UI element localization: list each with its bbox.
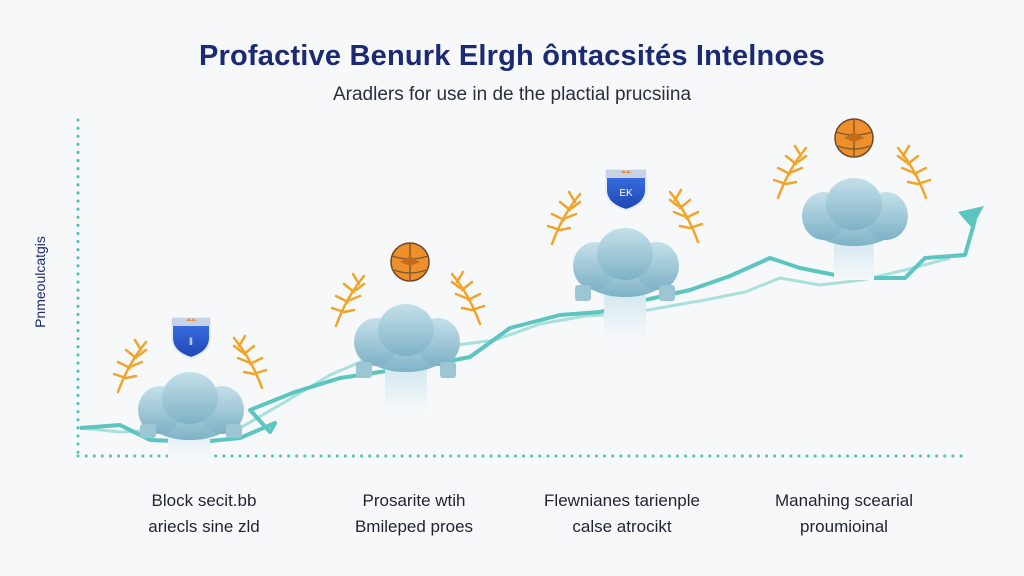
stage-1-label-line2: ariecls sine zld: [148, 517, 260, 536]
stage-4-group: [772, 118, 932, 280]
stage-1-label-line1: Block secit.bb: [151, 491, 257, 510]
diagram-subtitle: Aradlers for use in de the plactial pruc…: [332, 84, 692, 105]
stage-1-group: ǁ: [112, 317, 268, 460]
stage-1-label: Block secit.bb ariecls sine zld: [104, 488, 304, 540]
stage-2-laurel-left-icon: [330, 272, 366, 328]
stage-3-cloud-icon: [573, 228, 679, 301]
stage-4-laurel-left-icon: [772, 144, 808, 200]
stage-3-label-line1: Flewnianes tarienple: [544, 491, 700, 510]
stage-4-label-line1: Manahing scearial: [775, 491, 913, 510]
stage-3-group: EK: [546, 169, 704, 338]
stage-1-badge-text: ǁ: [189, 337, 193, 348]
diagram-title: Profactive Benurk Elrgh ôntacsités Intel…: [198, 40, 826, 72]
stage-4-laurel-right-icon: [896, 144, 932, 200]
stage-3-badge-text: EK: [619, 188, 633, 199]
stage-3-laurel-left-icon: [546, 190, 582, 246]
stage-3-label-line2: calse atrocikt: [572, 517, 672, 536]
stage-3-laurel-right-icon: [668, 188, 704, 244]
stage-2-laurel-right-icon: [450, 270, 486, 326]
stage-2-cloud-icon: [354, 304, 460, 378]
stage-4-cloud-icon: [802, 178, 908, 246]
stage-1-cloud-icon: [138, 372, 244, 440]
stage-2-globe-badge-icon: [390, 242, 430, 282]
trend-arrowhead: [958, 206, 984, 228]
stage-1-laurel-left-icon: [112, 338, 148, 394]
stage-2-label-line1: Prosarite wtih: [362, 491, 466, 510]
stage-2-label: Prosarite wtih Bmileped proes: [314, 488, 514, 540]
stage-1-laurel-right-icon: [232, 334, 268, 390]
stage-4-globe-badge-icon: [834, 118, 874, 158]
stage-2-group: [330, 242, 486, 412]
stage-3-shield-badge-icon: EK: [605, 169, 647, 212]
stage-4-label: Manahing scearial proumioinal: [744, 488, 944, 540]
stage-1-shield-badge-icon: ǁ: [171, 317, 211, 360]
stage-4-label-line2: proumioinal: [800, 517, 888, 536]
stage-3-label: Flewnianes tarienple calse atrocikt: [522, 488, 722, 540]
stage-2-label-line2: Bmileped proes: [354, 517, 474, 536]
